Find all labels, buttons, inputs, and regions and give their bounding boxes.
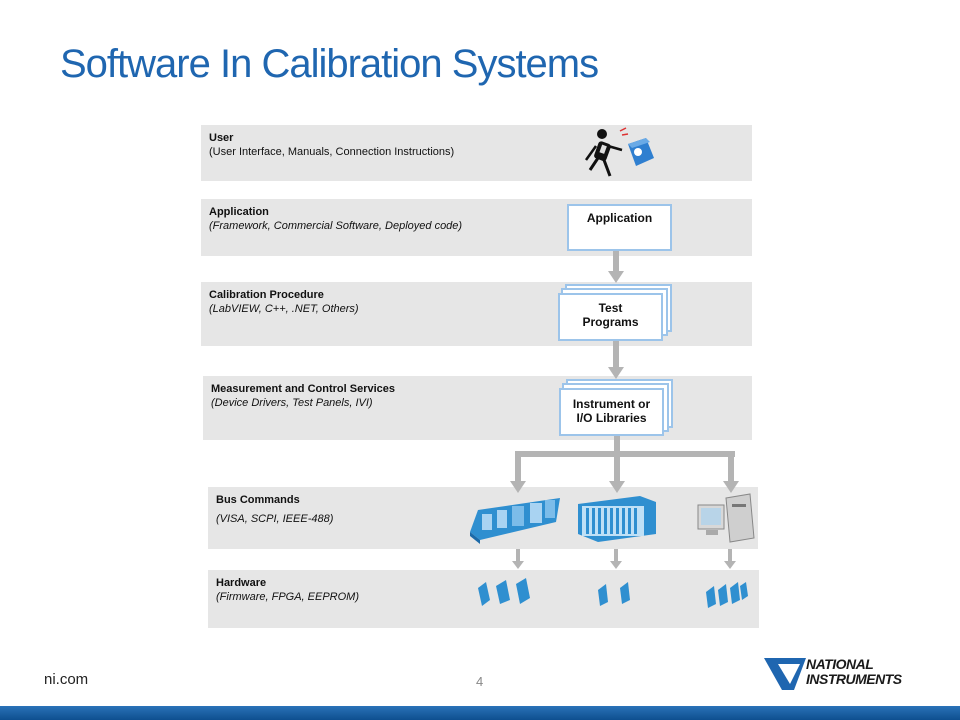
- application-box-label: Application: [586, 211, 653, 225]
- layer-subtitle: (Device Drivers, Test Panels, IVI): [211, 397, 373, 409]
- ni-logo-icon: [764, 658, 806, 690]
- layer-hardware: Hardware (Firmware, FPGA, EEPROM): [208, 570, 759, 628]
- test-programs-box: Test Programs: [558, 293, 663, 341]
- layer-subtitle: (User Interface, Manuals, Connection Ins…: [209, 146, 455, 158]
- hardware-modules-icon: [598, 582, 630, 606]
- io-libraries-box: Instrument or I/O Libraries: [559, 388, 664, 436]
- logo-line1: NATIONAL: [806, 656, 874, 672]
- layer-title: Measurement and Control Services: [211, 383, 396, 395]
- layer-title: Application: [209, 206, 269, 218]
- io-libraries-label-line2: I/O Libraries: [576, 411, 647, 425]
- layer-title: Hardware: [216, 577, 267, 589]
- footer-bar: [0, 706, 960, 720]
- user-figure-icon: [584, 127, 654, 177]
- hardware-boards-icon: [478, 578, 530, 606]
- footer-url: ni.com: [44, 671, 89, 688]
- layer-title: Calibration Procedure: [209, 289, 324, 301]
- layer-subtitle: (VISA, SCPI, IEEE-488): [216, 513, 334, 525]
- hardware-cards-icon: [706, 582, 748, 608]
- layer-subtitle: (LabVIEW, C++, .NET, Others): [209, 303, 359, 315]
- io-libraries-label-line1: Instrument or: [572, 397, 651, 411]
- page-number: 4: [476, 674, 484, 689]
- layer-subtitle: (Framework, Commercial Software, Deploye…: [209, 220, 463, 232]
- desktop-pc-icon: [697, 493, 755, 543]
- layer-title: Bus Commands: [216, 494, 300, 506]
- application-box: Application: [567, 204, 672, 251]
- layer-user: User (User Interface, Manuals, Connectio…: [201, 125, 752, 181]
- test-programs-label-line2: Programs: [582, 315, 639, 329]
- modular-instruments-icon: [470, 498, 560, 544]
- logo-line2: INSTRUMENTS: [806, 671, 902, 687]
- layer-title: User: [209, 132, 234, 144]
- test-programs-label-line1: Test: [598, 301, 623, 315]
- pxi-chassis-icon: [578, 496, 656, 542]
- layer-subtitle: (Firmware, FPGA, EEPROM): [216, 591, 360, 603]
- slide-title: Software In Calibration Systems: [60, 42, 599, 86]
